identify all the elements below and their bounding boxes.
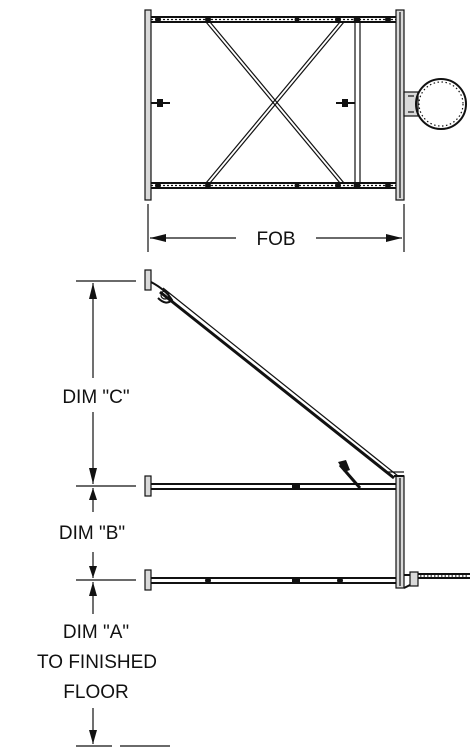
top-view [144,9,467,201]
vertical-dimensions: DIM "C" DIM "B" DIM "A" TO FINISHED FLOO… [37,280,170,747]
vertical-strut [354,22,361,183]
rim-profile [403,571,470,589]
rail-bolts [155,16,391,189]
lower-arm [144,569,396,591]
dim-a-label: DIM "A" [63,622,129,643]
fob-dimension: FOB [147,204,405,252]
middle-arm [144,460,396,497]
fob-label: FOB [256,229,295,250]
dim-c-label: DIM "C" [62,387,129,408]
mid-clamps [151,99,355,107]
top-left-wall-plate [144,9,152,201]
rim-assembly [403,78,467,130]
dim-b-label: DIM "B" [59,523,125,544]
side-view [144,269,470,591]
diagonal-brace [159,287,399,480]
rim-ring [415,78,467,130]
floor-label: FLOOR [63,682,128,703]
backboard-frame [388,471,405,589]
cross-bracing [205,21,345,184]
to-finished-label: TO FINISHED [37,652,157,673]
